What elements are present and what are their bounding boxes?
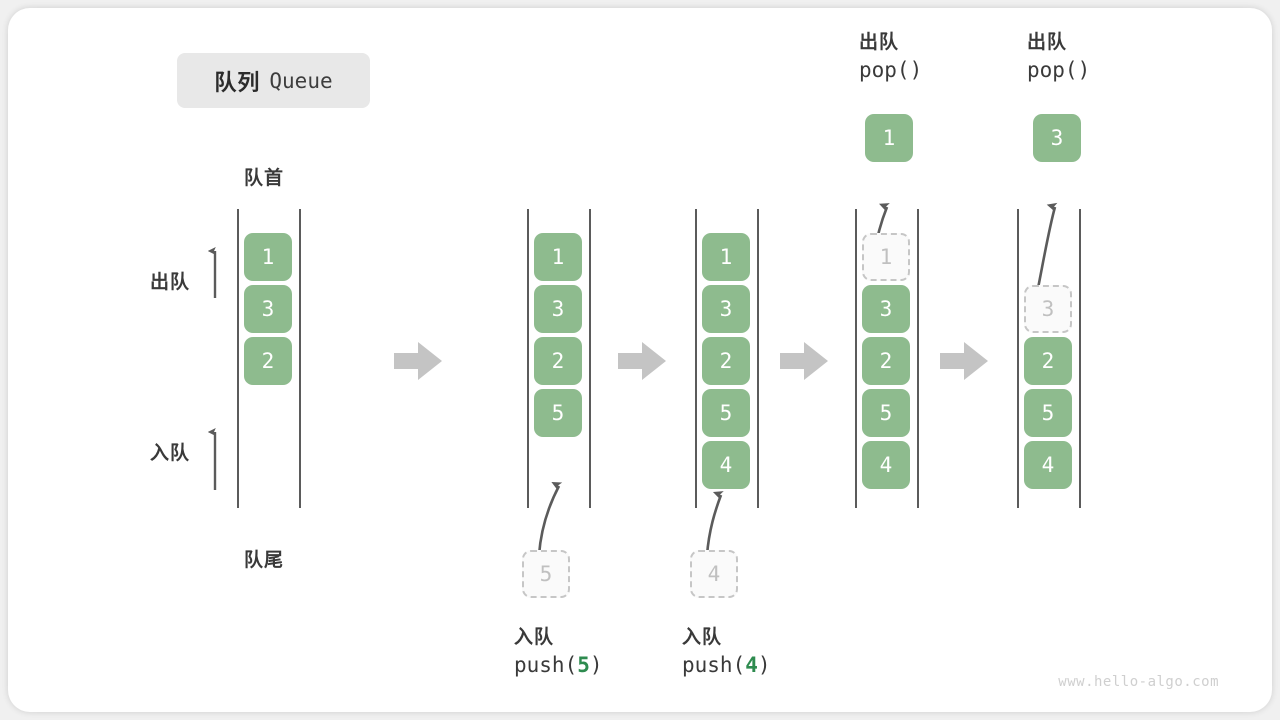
- rail-left: [527, 209, 529, 508]
- queue-element: 2: [1024, 337, 1072, 385]
- code-argument: 4: [745, 652, 758, 677]
- queue-element: 2: [862, 337, 910, 385]
- queue-element: 1: [534, 233, 582, 281]
- queue-element: 3: [862, 285, 910, 333]
- arrow-overlay: [207, 202, 1058, 556]
- diagram-title-chip: 队列 Queue: [177, 53, 370, 108]
- caption-chinese: 入队: [514, 627, 555, 648]
- queue-element: 3: [244, 285, 292, 333]
- code-prefix: push(: [514, 652, 578, 677]
- incoming-element-ghost: 4: [690, 550, 738, 598]
- caption-chinese: 出队: [859, 32, 900, 53]
- push-5-arrow: [537, 481, 563, 556]
- code-argument: 5: [577, 652, 590, 677]
- label-queue-front: 队首: [244, 168, 285, 189]
- queue-element: 3: [534, 285, 582, 333]
- popped-element: 1: [865, 114, 913, 162]
- rail-left: [237, 209, 239, 508]
- rail-left: [1017, 209, 1019, 508]
- queue-element: 2: [534, 337, 582, 385]
- label-queue-rear: 队尾: [244, 550, 285, 571]
- label-dequeue: 出队: [150, 272, 191, 293]
- caption-chinese: 入队: [682, 627, 723, 648]
- title-chinese: 队列: [214, 69, 261, 95]
- caption-pop-1: 出队 pop(): [859, 31, 922, 85]
- rail-left: [855, 209, 857, 508]
- caption-push-5: 入队 push(5): [514, 626, 603, 680]
- caption-code: push(5): [514, 650, 603, 680]
- queue-element: 1: [244, 233, 292, 281]
- queue-element: 4: [862, 441, 910, 489]
- caption-push-4: 入队 push(4): [682, 626, 771, 680]
- diagram-card: 队列 Queue 队首 队尾 出队 入队 1 3 2 1 3 2 5 5 入队 …: [8, 8, 1272, 712]
- title-english: Queue: [269, 68, 333, 93]
- queue-element: 4: [1024, 441, 1072, 489]
- push-4-arrow: [705, 491, 724, 556]
- queue-element-new: 4: [702, 441, 750, 489]
- caption-code: pop(): [1027, 57, 1091, 82]
- caption-code: pop(): [859, 57, 923, 82]
- queue-element: 5: [702, 389, 750, 437]
- transition-arrow-2: [618, 342, 666, 380]
- caption-pop-3: 出队 pop(): [1027, 31, 1090, 85]
- queue-element-removed-ghost: 1: [862, 233, 910, 281]
- queue-element: 2: [702, 337, 750, 385]
- transition-arrow-3: [780, 342, 828, 380]
- caption-code: push(4): [682, 650, 771, 680]
- queue-element-new: 5: [534, 389, 582, 437]
- code-suffix: ): [589, 652, 603, 677]
- queue-element: 1: [702, 233, 750, 281]
- label-enqueue: 入队: [150, 443, 191, 464]
- incoming-element-ghost: 5: [522, 550, 570, 598]
- popped-element: 3: [1033, 114, 1081, 162]
- caption-chinese: 出队: [1027, 32, 1068, 53]
- queue-element-removed-ghost: 3: [1024, 285, 1072, 333]
- queue-element: 5: [862, 389, 910, 437]
- queue-element: 3: [702, 285, 750, 333]
- code-prefix: push(: [682, 652, 746, 677]
- rail-right: [757, 209, 759, 508]
- rail-right: [917, 209, 919, 508]
- rail-right: [1079, 209, 1081, 508]
- code-suffix: ): [757, 652, 771, 677]
- watermark: www.hello-algo.com: [1058, 674, 1219, 690]
- rail-right: [589, 209, 591, 508]
- transition-arrow-4: [940, 342, 988, 380]
- transition-arrow-1: [394, 342, 442, 380]
- rail-left: [695, 209, 697, 508]
- queue-element: 5: [1024, 389, 1072, 437]
- rail-right: [299, 209, 301, 508]
- queue-element: 2: [244, 337, 292, 385]
